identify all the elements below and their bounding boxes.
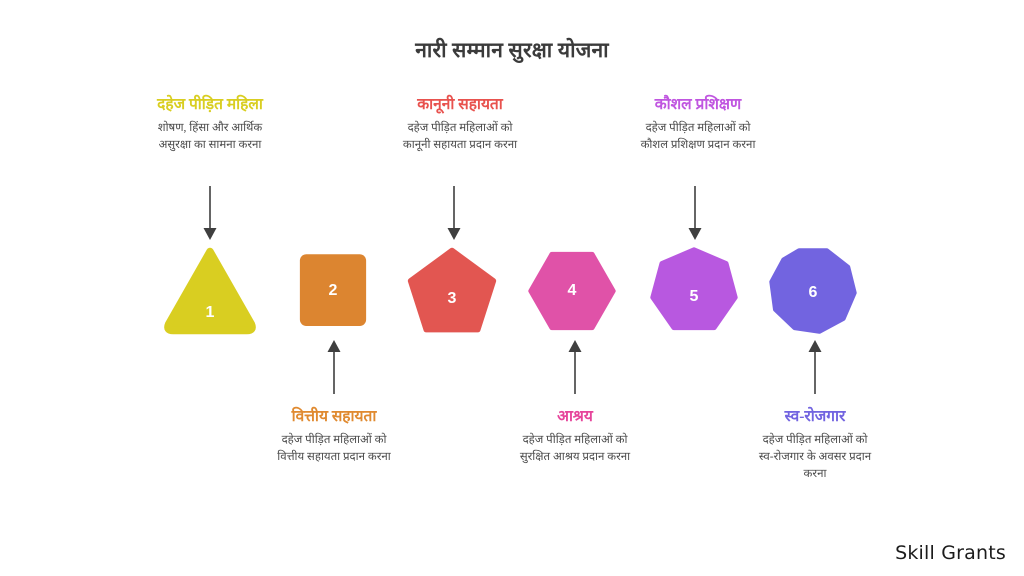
step-heading-6: स्व-रोजगार [784, 408, 846, 425]
watermark-label: Skill Grants [895, 542, 1006, 564]
arrow-down-1 [203, 186, 217, 240]
step-shape-2[interactable]: 2 [287, 245, 379, 337]
heptagon-icon [650, 247, 738, 331]
step-label-3: कानूनी सहायता दहेज पीड़ित महिलाओं को कान… [362, 95, 558, 154]
step-label-2: वित्तीय सहायता दहेज पीड़ित महिलाओं को वि… [236, 407, 432, 466]
step-shape-6[interactable]: 6 [767, 245, 859, 337]
step-heading-2: वित्तीय सहायता [291, 408, 377, 425]
step-description-1: शोषण, हिंसा और आर्थिक असुरक्षा का सामना … [115, 120, 305, 153]
step-shape-4[interactable]: 4 [526, 245, 618, 337]
step-description-line-5b: कौशल प्रशिक्षण प्रदान करना [640, 139, 756, 152]
step-description-line-6a: दहेज पीड़ित महिलाओं को [762, 434, 868, 447]
page-title: नारी सम्मान सुरक्षा योजना [415, 38, 609, 62]
arrow-down-5 [688, 186, 702, 240]
square-icon [299, 254, 367, 326]
step-label-5: कौशल प्रशिक्षण दहेज पीड़ित महिलाओं को कौ… [600, 95, 796, 154]
step-description-4: दहेज पीड़ित महिलाओं को सुरक्षित आश्रय प्… [477, 432, 673, 465]
step-heading-5: कौशल प्रशिक्षण [654, 96, 742, 113]
step-label-6: स्व-रोजगार दहेज पीड़ित महिलाओं को स्व-रो… [717, 407, 913, 482]
arrow-down-3 [447, 186, 461, 240]
arrow-up-4 [568, 340, 582, 394]
step-description-line-1b: असुरक्षा का सामना करना [158, 139, 262, 152]
arrow-up-6 [808, 340, 822, 394]
step-description-2: दहेज पीड़ित महिलाओं को वित्तीय सहायता प्… [236, 432, 432, 465]
step-description-line-4b: सुरक्षित आश्रय प्रदान करना [519, 451, 631, 464]
step-heading-1: दहेज पीड़ित महिला [157, 96, 263, 113]
step-heading-4: आश्रय [557, 408, 593, 425]
step-shape-1[interactable]: 1 [164, 245, 256, 337]
step-description-line-2b: वित्तीय सहायता प्रदान करना [277, 451, 391, 464]
step-label-1: दहेज पीड़ित महिला शोषण, हिंसा और आर्थिक … [115, 95, 305, 154]
step-description-line-2a: दहेज पीड़ित महिलाओं को [281, 434, 387, 447]
step-heading-3: कानूनी सहायता [417, 96, 503, 113]
pentagon-icon [407, 247, 497, 333]
step-description-5: दहेज पीड़ित महिलाओं को कौशल प्रशिक्षण प्… [600, 120, 796, 153]
step-description-line-6c: करना [803, 467, 827, 480]
step-description-line-5a: दहेज पीड़ित महिलाओं को [645, 122, 751, 135]
step-label-4: आश्रय दहेज पीड़ित महिलाओं को सुरक्षित आश… [477, 407, 673, 466]
arrow-up-2 [327, 340, 341, 394]
step-description-line-4a: दहेज पीड़ित महिलाओं को [522, 434, 628, 447]
octagon-icon [769, 248, 857, 334]
step-description-line-3b: कानूनी सहायता प्रदान करना [402, 139, 518, 152]
hexagon-icon [528, 251, 616, 331]
step-description-line-1a: शोषण, हिंसा और आर्थिक [157, 122, 263, 135]
step-description-3: दहेज पीड़ित महिलाओं को कानूनी सहायता प्र… [362, 120, 558, 153]
step-description-6: दहेज पीड़ित महिलाओं को स्व-रोजगार के अवस… [717, 432, 913, 482]
step-shape-3[interactable]: 3 [406, 245, 498, 337]
step-shape-5[interactable]: 5 [648, 245, 740, 337]
step-description-line-6b: स्व-रोजगार के अवसर प्रदान [758, 451, 872, 464]
triangle-icon [164, 247, 256, 335]
step-description-line-3a: दहेज पीड़ित महिलाओं को [407, 122, 513, 135]
